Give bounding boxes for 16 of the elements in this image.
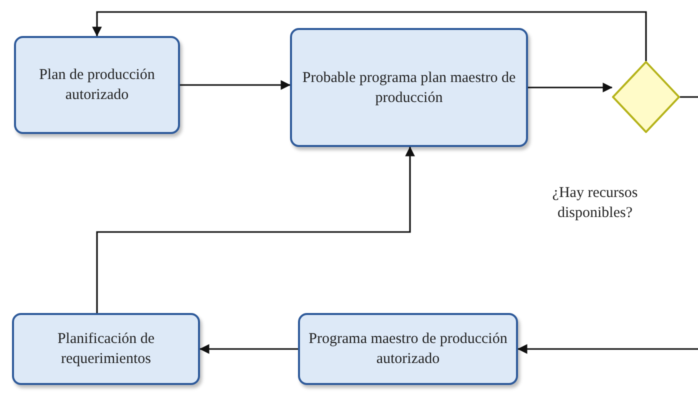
diamond-node [612, 61, 680, 133]
arrow [96, 146, 415, 313]
process-box [298, 313, 518, 385]
question-label: ¿Hay recursos disponibles? [551, 184, 639, 223]
arrow [180, 80, 291, 90]
arrow [528, 82, 613, 92]
process-label: Programa maestro de producción autorizado [308, 330, 508, 369]
arrow [199, 344, 298, 354]
process-label: Probable programa plan maestro de producción [301, 68, 517, 108]
process-box [12, 313, 200, 385]
arrow [517, 344, 698, 354]
process-box [290, 28, 528, 147]
process-box [14, 36, 180, 134]
process-label: Plan de producción autorizado [38, 66, 156, 105]
process-label: Planificación de requerimientos [56, 330, 156, 369]
arrow [92, 11, 647, 61]
